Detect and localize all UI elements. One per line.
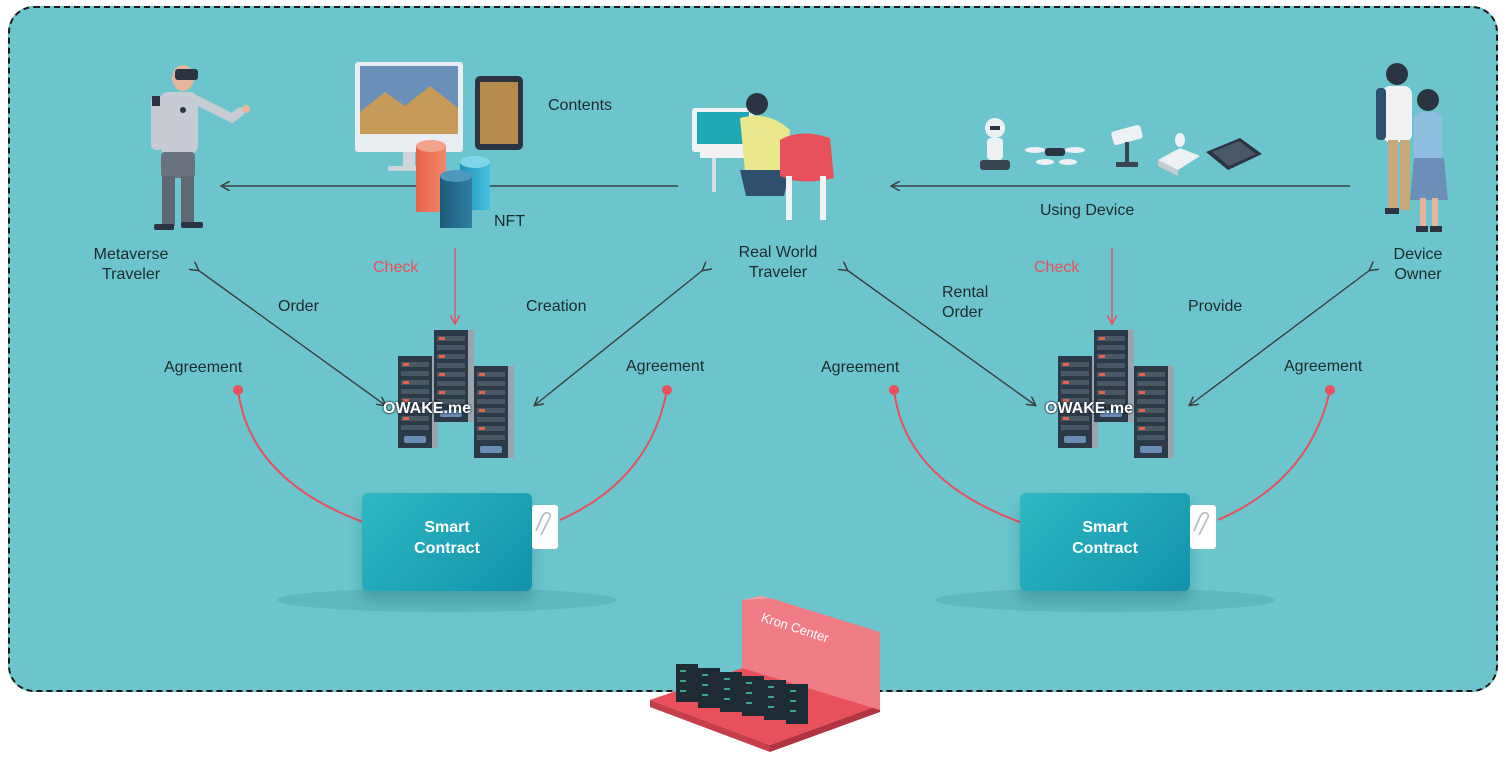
- monitor-icon: [355, 62, 463, 171]
- agreement-line-4: [1217, 389, 1331, 521]
- drone-icon: [1025, 147, 1085, 165]
- metaverse-traveler-label: Metaverse Traveler: [93, 246, 169, 283]
- agreement-label-3: Agreement: [821, 359, 900, 376]
- desk-worker-icon: [692, 93, 834, 220]
- provide-label: Provide: [1188, 298, 1243, 315]
- smart-contract-left: Smart Contract: [362, 493, 532, 591]
- server-rack-icon: [398, 330, 514, 458]
- agreement-dot-3: [889, 385, 899, 395]
- check-label-right: Check: [1034, 259, 1080, 276]
- smart-contract-right: Smart Contract: [1020, 493, 1190, 591]
- cctv-camera-icon: [1111, 125, 1143, 167]
- arrow-order: [198, 270, 385, 405]
- paperclip-icon: [1190, 505, 1216, 549]
- tablet-device-icon: [1206, 138, 1262, 170]
- arrow-creation: [535, 270, 703, 405]
- using-device-label: Using Device: [1040, 202, 1135, 219]
- data-center-icon: [650, 596, 880, 752]
- owake-server-label-left: OWAKE.me: [383, 400, 472, 417]
- agreement-line-3: [893, 389, 1021, 523]
- arrow-provide: [1190, 270, 1370, 405]
- agreement-line-2: [559, 389, 668, 521]
- arrow-rental-order: [847, 270, 1035, 405]
- robot-icon: [980, 118, 1010, 170]
- paperclip-icon: [532, 505, 558, 549]
- agreement-label-2: Agreement: [626, 358, 705, 375]
- agreement-label-4: Agreement: [1284, 358, 1363, 375]
- agreement-label-1: Agreement: [164, 359, 243, 376]
- couple-icon: [1376, 63, 1448, 232]
- creation-label: Creation: [526, 298, 587, 315]
- owake-server-label-right: OWAKE.me: [1045, 400, 1134, 417]
- real-world-traveler-label: Real World Traveler: [738, 244, 818, 281]
- agreement-dot-2: [662, 385, 672, 395]
- agreement-line-1: [237, 389, 364, 523]
- vr-person-icon: [151, 65, 250, 230]
- server-rack-icon: [1058, 330, 1174, 458]
- order-label: Order: [278, 298, 319, 315]
- nft-label: NFT: [494, 213, 526, 230]
- agreement-dot-4: [1325, 385, 1335, 395]
- agreement-dot-1: [233, 385, 243, 395]
- device-owner-label: Device Owner: [1393, 246, 1443, 283]
- rental-order-label: Rental Order: [942, 284, 989, 321]
- check-label-left: Check: [373, 259, 419, 276]
- tablet-icon: [475, 76, 523, 150]
- nft-coins-icon: [416, 140, 490, 228]
- projector-icon: [1158, 133, 1200, 176]
- contents-label: Contents: [548, 97, 613, 114]
